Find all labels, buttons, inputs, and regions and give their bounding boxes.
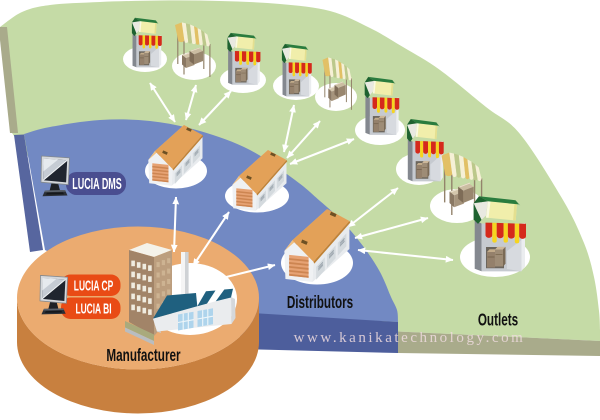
svg-text:www.kanikatechnology.com: www.kanikatechnology.com bbox=[294, 330, 526, 346]
svg-text:LUCIA BI: LUCIA BI bbox=[75, 300, 111, 317]
svg-text:Manufacturer: Manufacturer bbox=[106, 347, 180, 366]
svg-text:LUCIA CP: LUCIA CP bbox=[74, 277, 113, 294]
svg-text:LUCIA DMS: LUCIA DMS bbox=[72, 176, 122, 193]
svg-text:Distributors: Distributors bbox=[287, 294, 353, 313]
svg-text:Outlets: Outlets bbox=[478, 311, 518, 330]
